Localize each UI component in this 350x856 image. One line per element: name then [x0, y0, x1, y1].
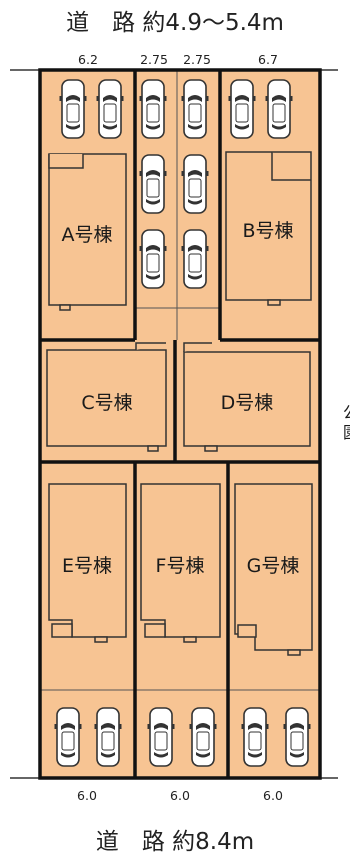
lot-g-label: G号棟 [247, 555, 300, 577]
house-e-step [94, 636, 108, 643]
parking-cars [54, 79, 311, 767]
frontage-dim-b: 6.7 [258, 52, 278, 67]
lot-f-label: F号棟 [156, 555, 205, 577]
car-icon [181, 229, 209, 289]
internal-lines [40, 70, 320, 691]
top-road-label: 道 路 約4.9〜5.4m [66, 10, 284, 36]
lot-boundaries [38, 68, 322, 780]
car-icon [54, 707, 82, 767]
car-icon [241, 707, 269, 767]
house-a [48, 153, 127, 306]
car-icon [265, 79, 293, 139]
park-label: 公 園 [343, 403, 350, 442]
park-label-char-2: 園 [343, 423, 350, 442]
house-b [225, 151, 312, 301]
car-icon [139, 79, 167, 139]
car-icon [139, 229, 167, 289]
car-icon [283, 707, 311, 767]
frontage-dim-passage-left: 2.75 [140, 52, 168, 67]
site-outline [38, 68, 322, 780]
house-c-porch [135, 342, 166, 350]
house-a-step [59, 304, 71, 311]
lot-c-label: C号棟 [81, 392, 132, 414]
car-icon [228, 79, 256, 139]
house-c [46, 349, 167, 447]
frontage-dim-f: 6.0 [170, 788, 190, 803]
lot-b-label: B号棟 [242, 220, 293, 242]
lot-d-label: D号棟 [221, 392, 274, 414]
house-g-step [287, 649, 301, 656]
house-f-step [183, 636, 197, 643]
car-icon [181, 154, 209, 214]
lot-e-label: E号棟 [62, 555, 112, 577]
house-d-step [204, 445, 218, 452]
house-a-porch [48, 154, 84, 169]
car-icon [96, 79, 124, 139]
house-c-step [147, 445, 159, 452]
park-label-char-1: 公 [343, 403, 350, 422]
house-d-porch [183, 342, 212, 352]
frontage-dim-a: 6.2 [78, 52, 98, 67]
house-d [183, 351, 311, 447]
house-b-step [267, 299, 281, 306]
car-icon [139, 154, 167, 214]
frontage-dim-e: 6.0 [77, 788, 97, 803]
house-f-porch [144, 623, 166, 638]
car-icon [181, 79, 209, 139]
house-e-porch [51, 623, 73, 638]
lot-a-label: A号棟 [62, 224, 113, 246]
car-icon [59, 79, 87, 139]
bottom-road-label: 道 路 約8.4m [96, 829, 254, 855]
car-icon [94, 707, 122, 767]
house-footprints [46, 151, 313, 656]
frontage-dim-passage-right: 2.75 [183, 52, 211, 67]
house-b-porch [271, 152, 311, 181]
house-g [234, 483, 313, 651]
house-g-porch [237, 624, 257, 638]
car-icon [189, 707, 217, 767]
frontage-dim-g: 6.0 [263, 788, 283, 803]
car-icon [147, 707, 175, 767]
